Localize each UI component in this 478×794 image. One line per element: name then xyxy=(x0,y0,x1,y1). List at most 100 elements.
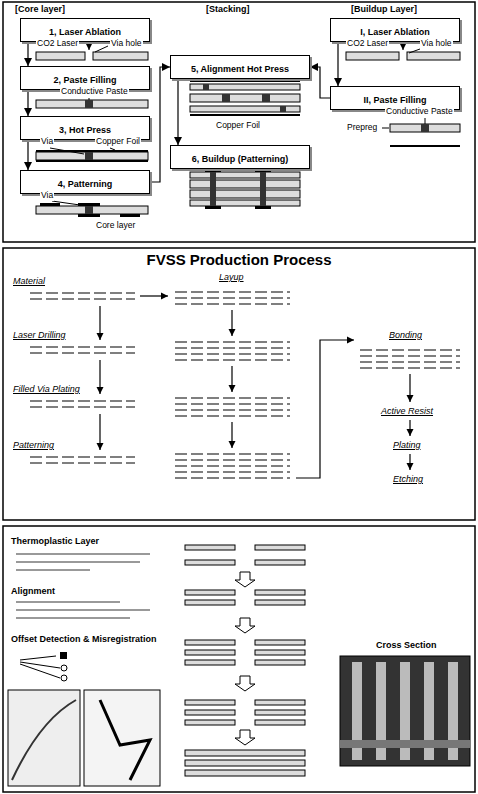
process-layer-figure xyxy=(175,403,290,405)
offset-marker xyxy=(61,675,67,681)
step-label: II, Paste Filling xyxy=(363,95,426,106)
alignment-stack-figure xyxy=(255,590,305,595)
panel-frame xyxy=(3,2,475,242)
patterning-figure xyxy=(120,214,140,217)
annotation-label: Etching xyxy=(392,474,424,485)
process-layer-figure xyxy=(30,352,135,354)
text-placeholder-line xyxy=(16,601,120,603)
hot-press-figure xyxy=(50,148,84,154)
alignment-stack-figure xyxy=(185,720,235,725)
alignment-stack-figure xyxy=(185,700,235,705)
process-layer-figure xyxy=(30,346,135,348)
buildup-laser-figure xyxy=(407,52,460,60)
buildup-paste-figure xyxy=(382,118,460,147)
patterning-figure xyxy=(78,214,100,217)
alignment-hot-press-figure xyxy=(190,106,300,112)
alignment-stack-figure xyxy=(255,650,305,655)
annotation-label: [Stacking] xyxy=(205,4,251,15)
annotation-label: Active Resist xyxy=(380,406,434,417)
process-layer-figure xyxy=(30,406,135,408)
alignment-stack-figure xyxy=(255,720,305,725)
annotation-label: Via xyxy=(40,190,54,201)
micrograph xyxy=(100,700,150,780)
buildup-figure xyxy=(255,169,271,172)
flow-arrow xyxy=(27,90,28,116)
micrograph xyxy=(8,690,80,786)
process-layer-figure xyxy=(175,477,290,479)
process-arrow xyxy=(409,454,410,470)
alignment-stack-figure xyxy=(255,600,305,605)
buildup-paste-figure xyxy=(382,128,389,129)
annotation-label: Laser Drilling xyxy=(12,330,67,341)
process-arrow xyxy=(99,306,100,340)
process-arrow xyxy=(231,366,232,392)
hot-press-figure xyxy=(85,152,93,160)
buildup-figure xyxy=(190,190,300,198)
process-layer-figure xyxy=(175,341,290,343)
buildup-paste-figure xyxy=(390,124,460,132)
patterning-figure xyxy=(36,206,148,214)
hot-press-figure xyxy=(110,148,115,150)
buildup-paste-figure xyxy=(390,145,460,147)
buildup-figure xyxy=(210,172,216,206)
hot-press-figure xyxy=(36,148,148,162)
text-placeholder-line xyxy=(16,569,90,571)
buildup-figure xyxy=(205,169,221,172)
process-arrow xyxy=(99,414,100,450)
flow-arrow xyxy=(27,42,28,66)
text-placeholder-line xyxy=(16,561,140,563)
patterning-figure xyxy=(78,203,100,206)
diagram-title: FVSS Production Process xyxy=(0,251,478,269)
paste-filling-figure xyxy=(85,100,93,108)
alignment-hot-press-figure xyxy=(203,84,209,90)
alignment-stack-figure xyxy=(255,545,305,550)
process-layer-figure xyxy=(175,459,290,461)
process-arrow xyxy=(296,340,354,478)
flow-arrow xyxy=(310,67,330,98)
flow-arrow xyxy=(27,140,28,170)
offset-marker xyxy=(61,665,67,671)
process-layer-figure xyxy=(30,400,135,402)
process-arrow xyxy=(231,310,232,336)
process-layer-figure xyxy=(175,303,290,305)
process-arrow xyxy=(409,374,410,402)
process-layer-figure xyxy=(175,465,290,467)
offset-marker xyxy=(20,656,56,660)
alignment-stack-figure xyxy=(185,660,235,665)
laser-ablation-figure xyxy=(93,52,148,60)
annotation-label: Plating xyxy=(392,440,422,451)
cross-section-image xyxy=(340,656,470,766)
process-layer-figure xyxy=(30,456,135,458)
annotation-label: CO2 Laser xyxy=(36,38,79,49)
text-placeholder-line xyxy=(16,553,150,555)
cross-section-image xyxy=(340,740,470,748)
process-box: 5, Alignment Hot Press xyxy=(170,55,310,79)
process-layer-figure xyxy=(175,359,290,361)
alignment-stack-figure xyxy=(255,700,305,705)
flow-arrow xyxy=(337,42,338,86)
alignment-stack-figure xyxy=(185,770,305,776)
annotation-label: Prepreg xyxy=(346,122,378,133)
process-layer-figure xyxy=(175,297,290,299)
process-arrow xyxy=(231,422,232,448)
annotation-label: Thermoplastic Layer xyxy=(10,536,100,547)
patterning-figure xyxy=(52,201,80,205)
paste-filling-figure xyxy=(36,100,148,108)
annotation-label: Cross Section xyxy=(375,640,438,651)
step-label: 3, Hot Press xyxy=(59,125,111,136)
buildup-figure xyxy=(190,200,300,206)
step-label: 6, Buildup (Patterning) xyxy=(192,154,289,165)
alignment-hot-press-figure xyxy=(280,106,286,112)
buildup-figure xyxy=(190,180,300,188)
process-layer-figure xyxy=(175,453,290,455)
buildup-paste-figure xyxy=(421,124,429,132)
alignment-stack-figure xyxy=(255,660,305,665)
laser-ablation-figure xyxy=(95,46,108,52)
annotation-label: Layup xyxy=(218,272,245,283)
laser-ablation-figure xyxy=(36,52,85,60)
alignment-hot-press-figure xyxy=(262,94,270,102)
alignment-stack-figure xyxy=(255,640,305,645)
alignment-stack-figure xyxy=(185,545,305,776)
annotation-label: Via hole xyxy=(110,38,143,49)
